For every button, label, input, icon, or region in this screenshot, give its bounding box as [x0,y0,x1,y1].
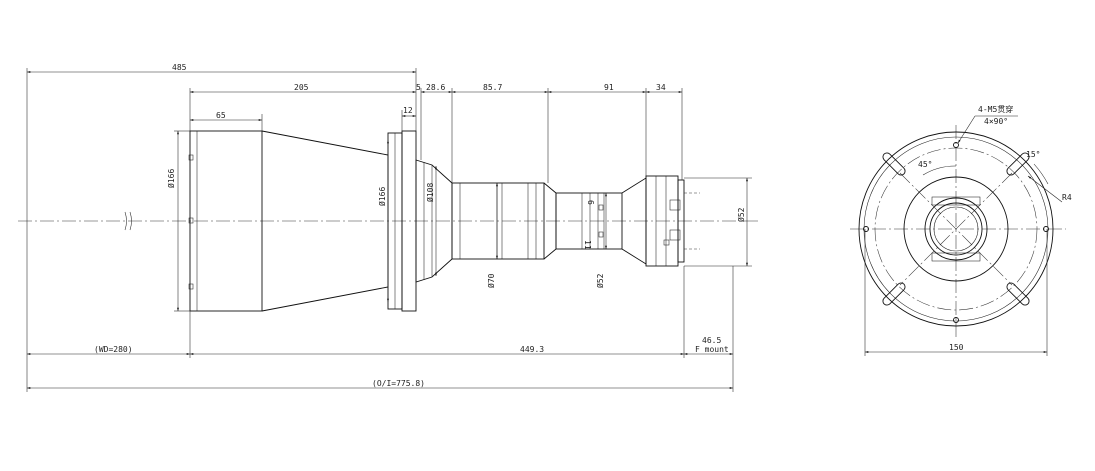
dim-5: 5 [416,83,421,92]
angle-45-label: 45° [918,160,932,169]
break-symbol [124,211,132,231]
top-dimensions: 485 205 65 5 28.6 12 85.7 91 34 [26,63,683,221]
end-view: 4-M5贯穿 4×90° 45° 15° R4 150 [850,104,1072,356]
outer-flange-circle [858,131,1054,327]
dim-phi52-rear: Ø52 [736,207,746,222]
dim-34: 34 [656,83,666,92]
slot-bottom-right [1006,282,1030,306]
front-cone [261,130,389,312]
dim-phi70: Ø70 [486,273,496,288]
dim-phi166-front: Ø166 [166,169,176,188]
slot-top-right [1006,152,1030,176]
dim-91: 91 [604,83,614,92]
diameter-dimensions: Ø166 Ø166 Ø108 Ø70 Ø52 Ø52 [166,130,752,312]
dim-phi52-body: Ø52 [595,273,605,288]
m5-hole-bottom [953,317,959,323]
dim-12: 12 [403,106,413,115]
m5-hole-top [953,142,959,148]
dim-28-6: 28.6 [426,83,445,92]
side-view: 6 11 485 205 65 5 28.6 12 [18,63,760,392]
ring-mark-top: 6 [586,200,595,205]
dim-485: 485 [172,63,187,72]
dim-85-7: 85.7 [483,83,502,92]
dim-wd: (WD=280) [94,345,133,354]
radius-label: R4 [1062,193,1072,202]
ring-mark-bottom: 11 [583,240,592,250]
dim-46-5: 46.5 [702,336,721,345]
dim-449-3: 449.3 [520,345,544,354]
dim-oi: (O/I=775.8) [372,379,425,388]
dim-phi108: Ø108 [425,183,435,202]
dim-205: 205 [294,83,309,92]
barrel-52 [555,192,623,250]
bottom-dimensions: (WD=280) 449.3 46.5 F mount (O/I=775.8) [26,221,734,392]
f-mount-label: F mount [695,345,729,354]
slot-bottom-left [882,282,906,306]
hole-spec-label: 4-M5贯穿 [978,104,1013,114]
dim-phi166-flange: Ø166 [377,187,387,206]
angle-15-label: 15° [1026,150,1040,159]
dim-65: 65 [216,111,226,120]
m5-hole-left [863,226,869,232]
m5-hole-right [1043,226,1049,232]
slot-top-left [882,152,906,176]
barrel-70 [451,182,545,260]
hole-angle-label: 4×90° [984,117,1008,126]
dim-150: 150 [949,343,964,352]
